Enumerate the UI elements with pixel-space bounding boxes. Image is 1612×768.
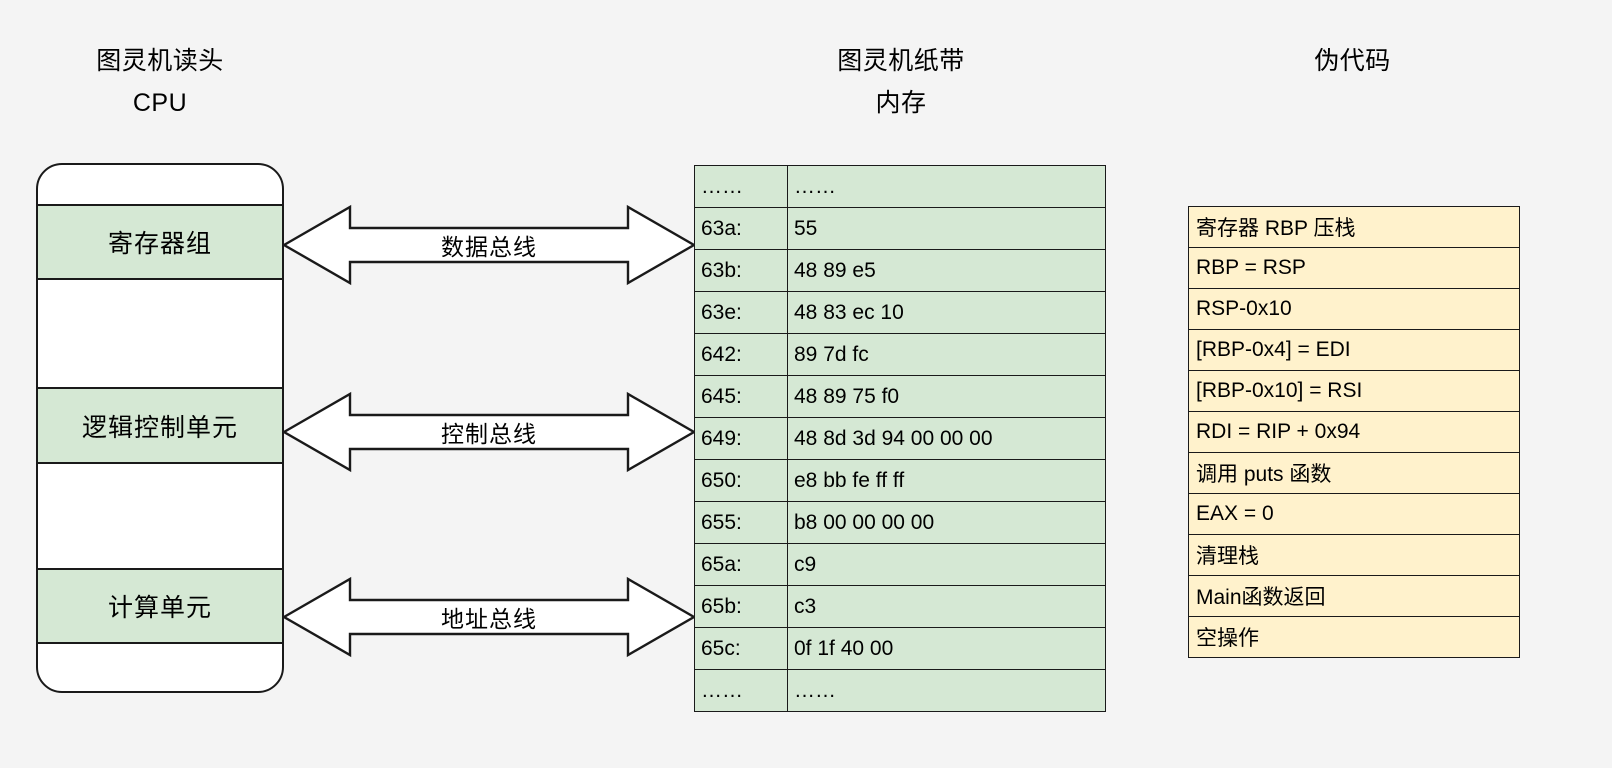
memory-row: 65b:c3	[694, 585, 1106, 628]
memory-value-cell: 0f 1f 40 00	[787, 627, 1106, 670]
pseudocode-cell: EAX = 0	[1188, 493, 1520, 535]
pseudocode-cell: [RBP-0x10] = RSI	[1188, 370, 1520, 412]
memory-address-cell: 650:	[694, 459, 788, 502]
memory-address-cell: 65c:	[694, 627, 788, 670]
memory-value-cell: c3	[787, 585, 1106, 628]
memory-value-cell: e8 bb fe ff ff	[787, 459, 1106, 502]
control-bus-arrow: 控制总线	[282, 388, 696, 476]
pseudocode-cell: 清理栈	[1188, 534, 1520, 576]
pseudocode-cell: 空操作	[1188, 616, 1520, 658]
double-arrow-icon	[282, 204, 696, 286]
cpu-band-control-unit: 逻辑控制单元	[38, 387, 282, 464]
pseudocode-row: 寄存器 RBP 压栈	[1188, 206, 1520, 248]
cpu-band-arithmetic-unit: 计算单元	[38, 568, 282, 644]
cpu-column-title: 图灵机读头 CPU	[35, 40, 285, 124]
memory-address-cell: 63e:	[694, 291, 788, 334]
memory-address-cell: 655:	[694, 501, 788, 544]
cpu-title-line1: 图灵机读头	[96, 47, 224, 75]
memory-address-cell: ……	[694, 165, 788, 208]
memory-title-line2: 内存	[875, 89, 927, 117]
pseudocode-row: RBP = RSP	[1188, 247, 1520, 289]
memory-value-cell: 48 83 ec 10	[787, 291, 1106, 334]
pseudocode-row: EAX = 0	[1188, 493, 1520, 535]
memory-address-cell: 642:	[694, 333, 788, 376]
memory-address-cell: 65b:	[694, 585, 788, 628]
memory-title-line1: 图灵机纸带	[837, 47, 965, 75]
cpu-band-arithmetic-unit-label: 计算单元	[107, 594, 212, 622]
double-arrow-icon	[282, 391, 696, 473]
memory-value-cell: 48 89 e5	[787, 249, 1106, 292]
cpu-band-register-file-label: 寄存器组	[107, 230, 212, 258]
memory-address-cell: 65a:	[694, 543, 788, 586]
memory-row: 65c:0f 1f 40 00	[694, 627, 1106, 670]
pseudocode-row: 空操作	[1188, 616, 1520, 658]
memory-row: …………	[694, 165, 1106, 208]
pseudocode-cell: 寄存器 RBP 压栈	[1188, 206, 1520, 248]
pseudocode-column-title: 伪代码	[1225, 40, 1480, 82]
memory-column-title: 图灵机纸带 内存	[770, 40, 1032, 124]
pseudocode-row: [RBP-0x4] = EDI	[1188, 329, 1520, 371]
memory-row: 649:48 8d 3d 94 00 00 00	[694, 417, 1106, 460]
memory-value-cell: ……	[787, 669, 1106, 712]
memory-value-cell: c9	[787, 543, 1106, 586]
memory-address-cell: 649:	[694, 417, 788, 460]
memory-address-cell: 645:	[694, 375, 788, 418]
pseudocode-row: [RBP-0x10] = RSI	[1188, 370, 1520, 412]
cpu-band-register-file: 寄存器组	[38, 204, 282, 280]
memory-address-cell: 63b:	[694, 249, 788, 292]
data-bus-arrow: 数据总线	[282, 201, 696, 289]
pseudocode-row: RSP-0x10	[1188, 288, 1520, 330]
memory-row: 642:89 7d fc	[694, 333, 1106, 376]
pseudocode-cell: RSP-0x10	[1188, 288, 1520, 330]
double-arrow-icon	[282, 576, 696, 658]
memory-row: 65a:c9	[694, 543, 1106, 586]
pseudocode-cell: 调用 puts 函数	[1188, 452, 1520, 494]
memory-row: 645:48 89 75 f0	[694, 375, 1106, 418]
memory-value-cell: ……	[787, 165, 1106, 208]
memory-value-cell: 89 7d fc	[787, 333, 1106, 376]
memory-row: 63e:48 83 ec 10	[694, 291, 1106, 334]
pseudocode-cell: [RBP-0x4] = EDI	[1188, 329, 1520, 371]
pseudocode-cell: RDI = RIP + 0x94	[1188, 411, 1520, 453]
memory-row: 650:e8 bb fe ff ff	[694, 459, 1106, 502]
memory-row: 63b:48 89 e5	[694, 249, 1106, 292]
pseudocode-title-line1: 伪代码	[1314, 47, 1391, 75]
pseudocode-row: 清理栈	[1188, 534, 1520, 576]
memory-row: 63a:55	[694, 207, 1106, 250]
pseudocode-row: RDI = RIP + 0x94	[1188, 411, 1520, 453]
memory-value-cell: 48 89 75 f0	[787, 375, 1106, 418]
cpu-box: 寄存器组 逻辑控制单元 计算单元	[36, 163, 284, 693]
pseudocode-cell: Main函数返回	[1188, 575, 1520, 617]
cpu-title-line2: CPU	[132, 89, 188, 117]
memory-address-cell: ……	[694, 669, 788, 712]
memory-row: 655:b8 00 00 00 00	[694, 501, 1106, 544]
memory-value-cell: 48 8d 3d 94 00 00 00	[787, 417, 1106, 460]
memory-address-cell: 63a:	[694, 207, 788, 250]
pseudocode-row: Main函数返回	[1188, 575, 1520, 617]
address-bus-arrow: 地址总线	[282, 573, 696, 661]
memory-value-cell: b8 00 00 00 00	[787, 501, 1106, 544]
memory-value-cell: 55	[787, 207, 1106, 250]
memory-row: …………	[694, 669, 1106, 712]
cpu-band-control-unit-label: 逻辑控制单元	[81, 413, 238, 442]
pseudocode-cell: RBP = RSP	[1188, 247, 1520, 289]
pseudocode-row: 调用 puts 函数	[1188, 452, 1520, 494]
